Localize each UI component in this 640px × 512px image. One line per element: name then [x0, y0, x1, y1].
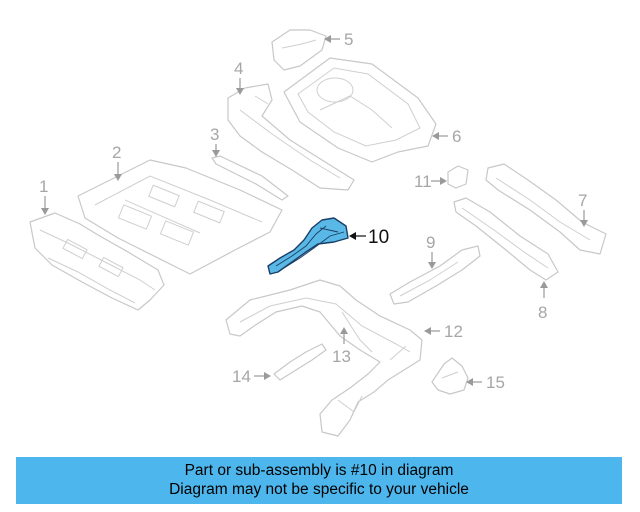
part-1[interactable] [29, 212, 165, 311]
part-3[interactable] [211, 155, 289, 201]
callout-label-6: 6 [452, 127, 461, 146]
part-5[interactable] [271, 29, 327, 71]
callout-label-5: 5 [344, 30, 353, 49]
callout-11: 11 [414, 172, 447, 191]
callout-13: 13 [332, 327, 351, 366]
callout-3: 3 [210, 125, 220, 157]
info-banner: Part or sub-assembly is #10 in diagram D… [16, 457, 622, 504]
callout-7: 7 [578, 191, 588, 227]
callout-8: 8 [538, 281, 548, 322]
callout-label-3: 3 [210, 125, 219, 144]
banner-line-1: Part or sub-assembly is #10 in diagram [184, 462, 454, 479]
banner-line-2: Diagram may not be specific to your vehi… [169, 481, 469, 498]
callout-4: 4 [234, 59, 244, 95]
part-15[interactable] [431, 357, 469, 395]
part-4[interactable] [227, 83, 355, 191]
callout-10: 10 [349, 227, 389, 248]
parts-diagram: 1 2 3 4 [29, 29, 607, 437]
part-12[interactable] [225, 279, 423, 437]
callout-label-2: 2 [112, 143, 121, 162]
callout-label-10: 10 [368, 227, 389, 248]
part-14[interactable] [273, 343, 327, 381]
callout-label-9: 9 [426, 233, 435, 252]
callout-label-14: 14 [232, 367, 251, 386]
callout-label-11: 11 [414, 172, 432, 191]
callout-label-15: 15 [486, 373, 505, 392]
part-11[interactable] [447, 165, 469, 189]
callout-label-13: 13 [332, 347, 351, 366]
part-2[interactable] [77, 159, 283, 275]
part-7[interactable] [485, 163, 607, 255]
callout-label-4: 4 [234, 59, 243, 78]
callout-6: 6 [432, 127, 461, 146]
callout-label-8: 8 [538, 303, 547, 322]
part-6[interactable] [283, 57, 437, 163]
callout-label-12: 12 [444, 322, 463, 341]
part-9[interactable] [389, 245, 481, 305]
callout-14: 14 [232, 367, 271, 386]
callout-15: 15 [466, 373, 505, 392]
part-8[interactable] [453, 197, 559, 281]
callout-9: 9 [426, 233, 436, 269]
callout-1: 1 [39, 177, 49, 215]
callout-label-7: 7 [578, 191, 587, 210]
callout-5: 5 [324, 30, 353, 49]
part-10-highlighted[interactable] [267, 217, 349, 275]
callout-12: 12 [424, 322, 463, 341]
callout-label-1: 1 [39, 177, 48, 196]
callout-2: 2 [112, 143, 122, 181]
